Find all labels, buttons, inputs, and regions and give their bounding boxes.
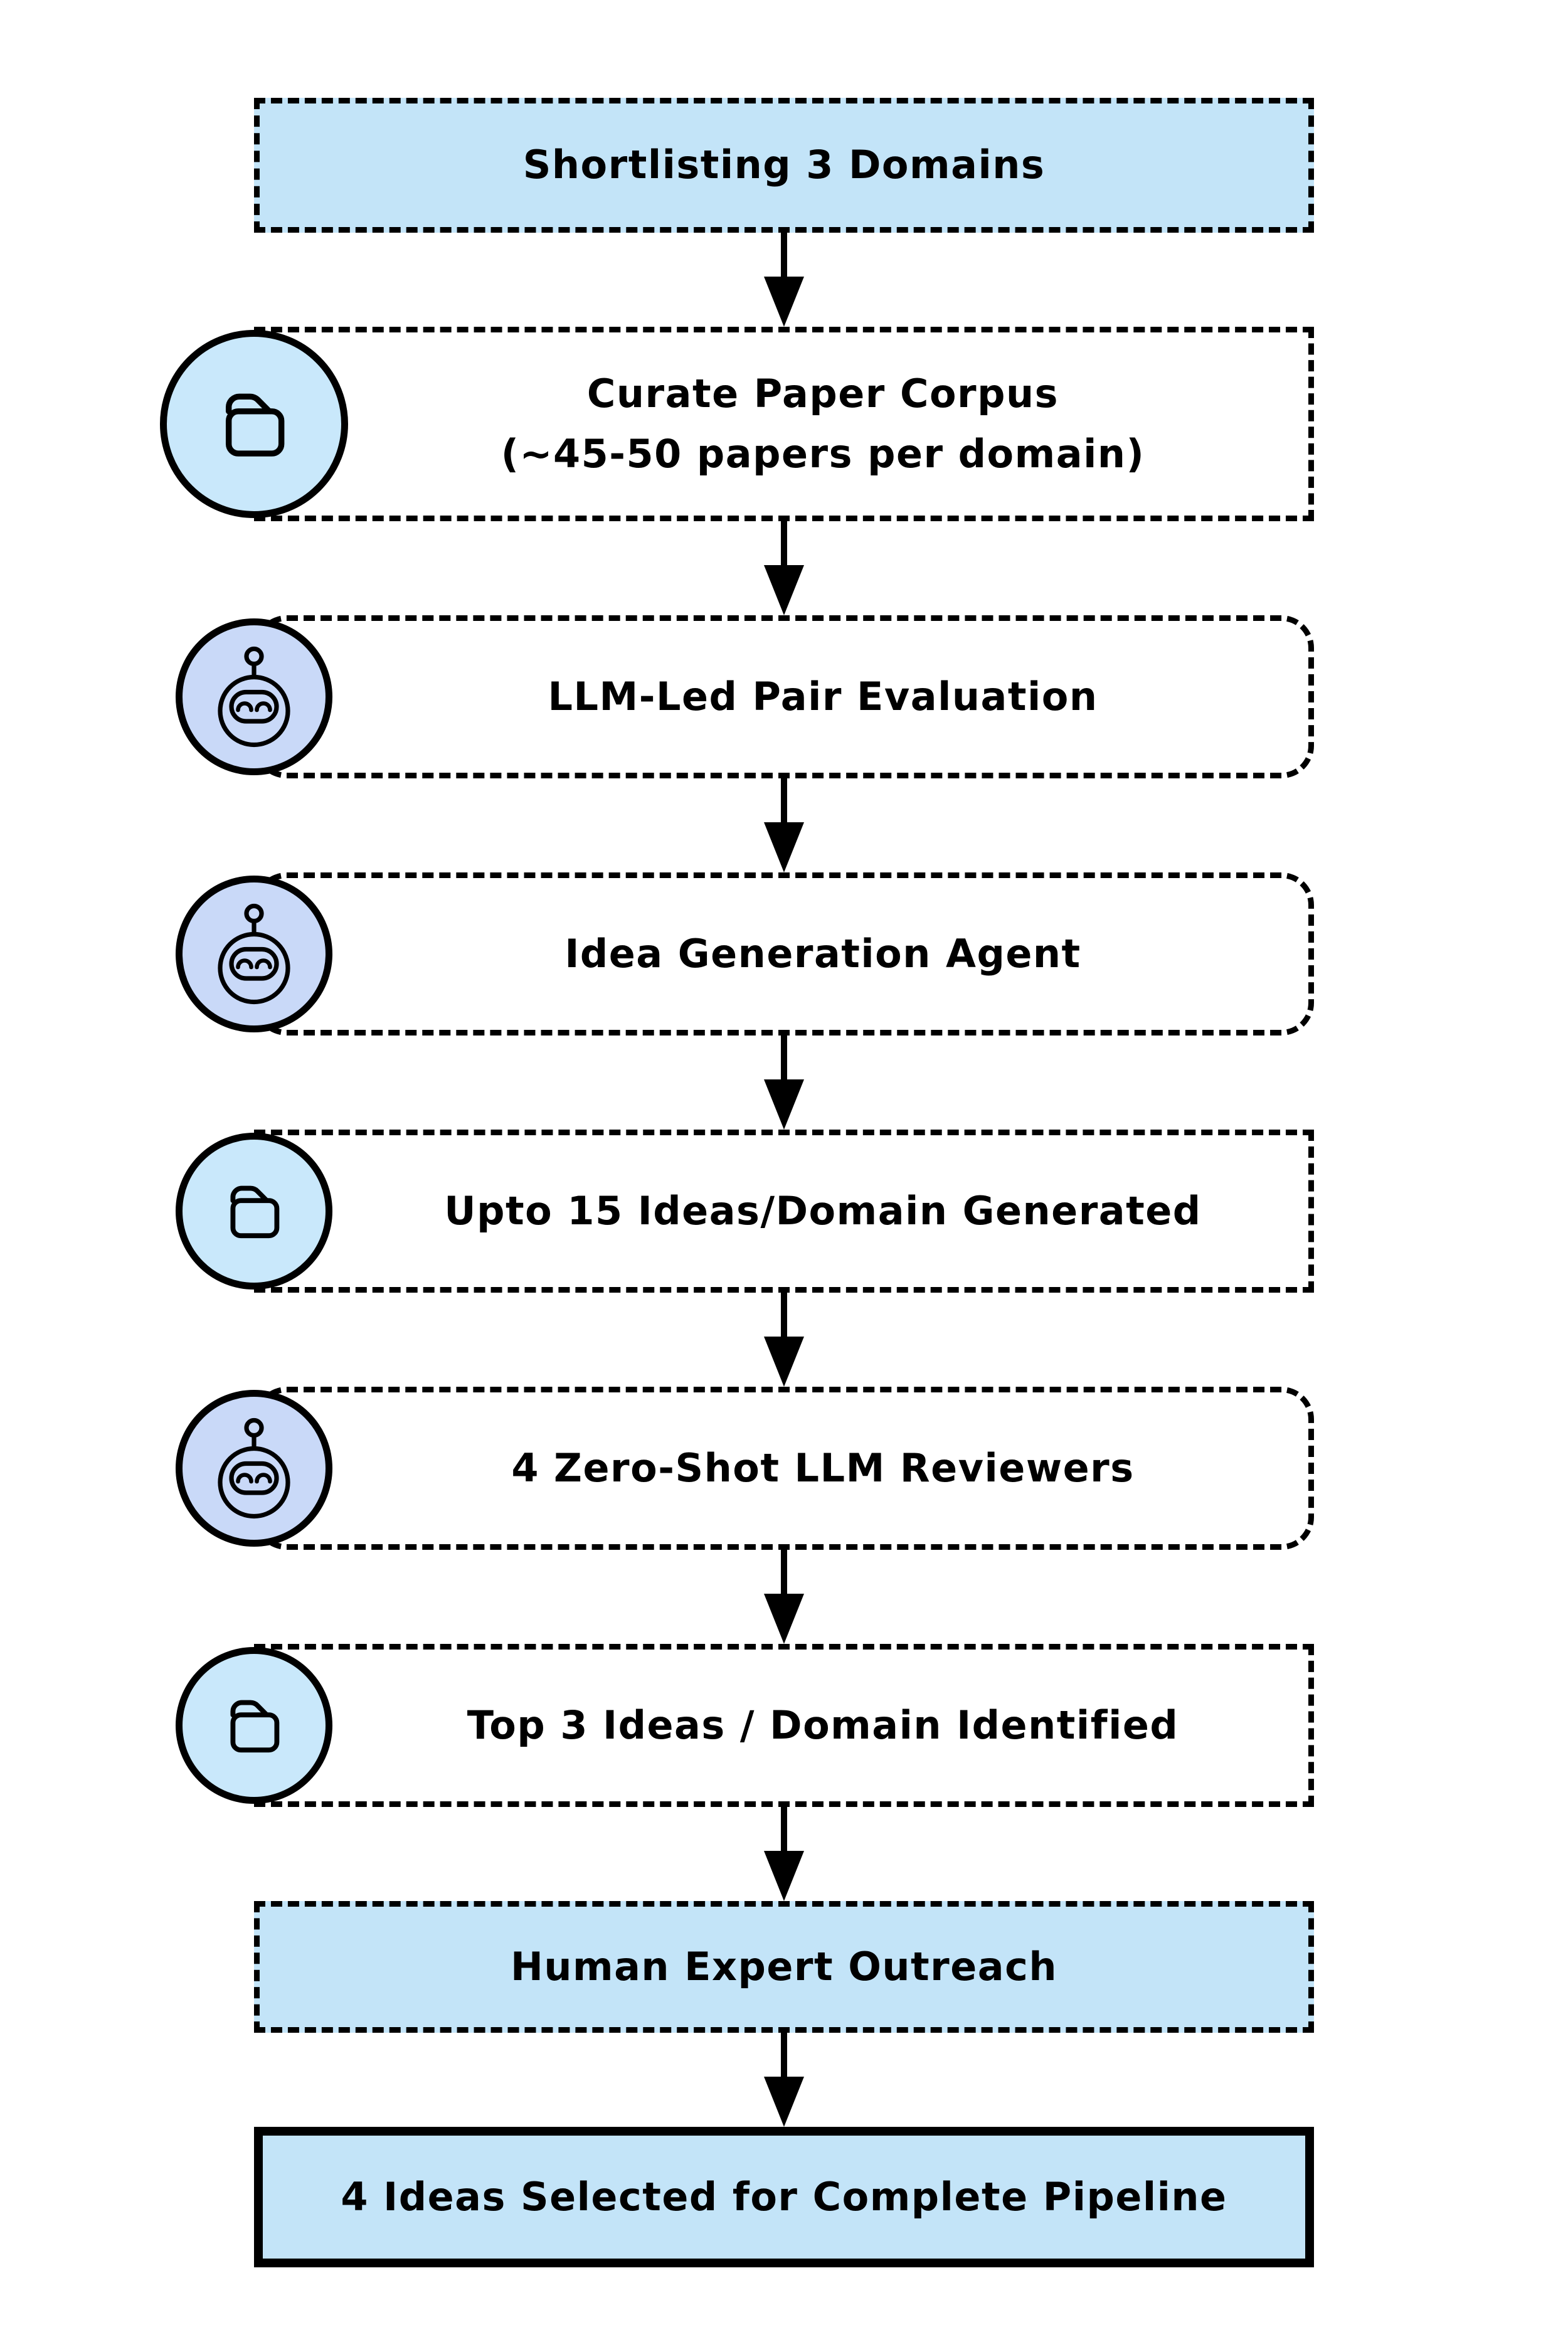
- robot-badge: [176, 876, 332, 1032]
- arrow-line: [781, 233, 787, 279]
- folder-icon: [230, 1700, 280, 1753]
- node-label: Human Expert Outreach: [510, 1943, 1058, 1989]
- arrow-head-icon: [764, 1079, 804, 1130]
- arrow-line: [781, 1550, 787, 1596]
- flow-arrow: [764, 521, 804, 615]
- arrow-head-icon: [764, 1594, 804, 1644]
- node-human-expert-outreach: Human Expert Outreach: [254, 1901, 1314, 2033]
- arrow-line: [781, 1293, 787, 1339]
- robot-icon: [218, 1417, 290, 1519]
- folder-badge: [176, 1133, 332, 1290]
- arrow-head-icon: [764, 1851, 804, 1901]
- arrow-head-icon: [764, 1337, 804, 1387]
- robot-badge: [176, 618, 332, 775]
- node-label: 4 Zero-Shot LLM Reviewers: [511, 1444, 1135, 1491]
- pipeline-flow: Shortlisting 3 Domains Curate Paper Corp…: [160, 98, 1314, 2267]
- arrow-head-icon: [764, 565, 804, 615]
- robot-icon: [218, 646, 290, 748]
- flow-arrow: [764, 233, 804, 327]
- arrow-head-icon: [764, 277, 804, 327]
- node-curate-paper-corpus: Curate Paper Corpus (~45-50 papers per d…: [160, 327, 1314, 521]
- node-top-ideas-identified: Top 3 Ideas / Domain Identified: [176, 1644, 1314, 1807]
- arrow-line: [781, 778, 787, 825]
- robot-icon: [218, 903, 290, 1005]
- node-label-line1: Curate Paper Corpus: [586, 370, 1059, 416]
- node-label: Shortlisting 3 Domains: [522, 142, 1046, 188]
- arrow-head-icon: [764, 822, 804, 872]
- flow-arrow: [764, 778, 804, 872]
- arrow-line: [781, 2033, 787, 2079]
- node-label: Curate Paper Corpus (~45-50 papers per d…: [501, 364, 1145, 484]
- arrow-line: [781, 1036, 787, 1082]
- robot-badge: [176, 1390, 332, 1547]
- folder-icon: [230, 1185, 280, 1239]
- arrow-line: [781, 521, 787, 568]
- arrow-head-icon: [764, 2077, 804, 2127]
- node-label: Idea Generation Agent: [564, 930, 1081, 977]
- folder-icon: [225, 393, 285, 457]
- flow-arrow: [764, 1293, 804, 1387]
- node-label: Upto 15 Ideas/Domain Generated: [444, 1187, 1202, 1234]
- folder-badge: [160, 330, 348, 518]
- flow-arrow: [764, 2033, 804, 2127]
- node-ideas-selected-final: 4 Ideas Selected for Complete Pipeline: [254, 2127, 1314, 2267]
- node-label: 4 Ideas Selected for Complete Pipeline: [341, 2173, 1227, 2220]
- node-label: Top 3 Ideas / Domain Identified: [467, 1702, 1179, 1748]
- folder-badge: [176, 1647, 332, 1804]
- node-label-line2: (~45-50 papers per domain): [501, 431, 1145, 477]
- node-shortlisting-domains: Shortlisting 3 Domains: [254, 98, 1314, 233]
- node-idea-generation-agent: Idea Generation Agent: [176, 872, 1314, 1036]
- arrow-line: [781, 1807, 787, 1853]
- flow-arrow: [764, 1807, 804, 1901]
- node-ideas-generated: Upto 15 Ideas/Domain Generated: [176, 1130, 1314, 1293]
- node-zero-shot-llm-reviewers: 4 Zero-Shot LLM Reviewers: [176, 1387, 1314, 1550]
- node-llm-led-pair-evaluation: LLM-Led Pair Evaluation: [176, 615, 1314, 778]
- flow-arrow: [764, 1550, 804, 1644]
- flow-arrow: [764, 1036, 804, 1130]
- node-label: LLM-Led Pair Evaluation: [548, 673, 1098, 719]
